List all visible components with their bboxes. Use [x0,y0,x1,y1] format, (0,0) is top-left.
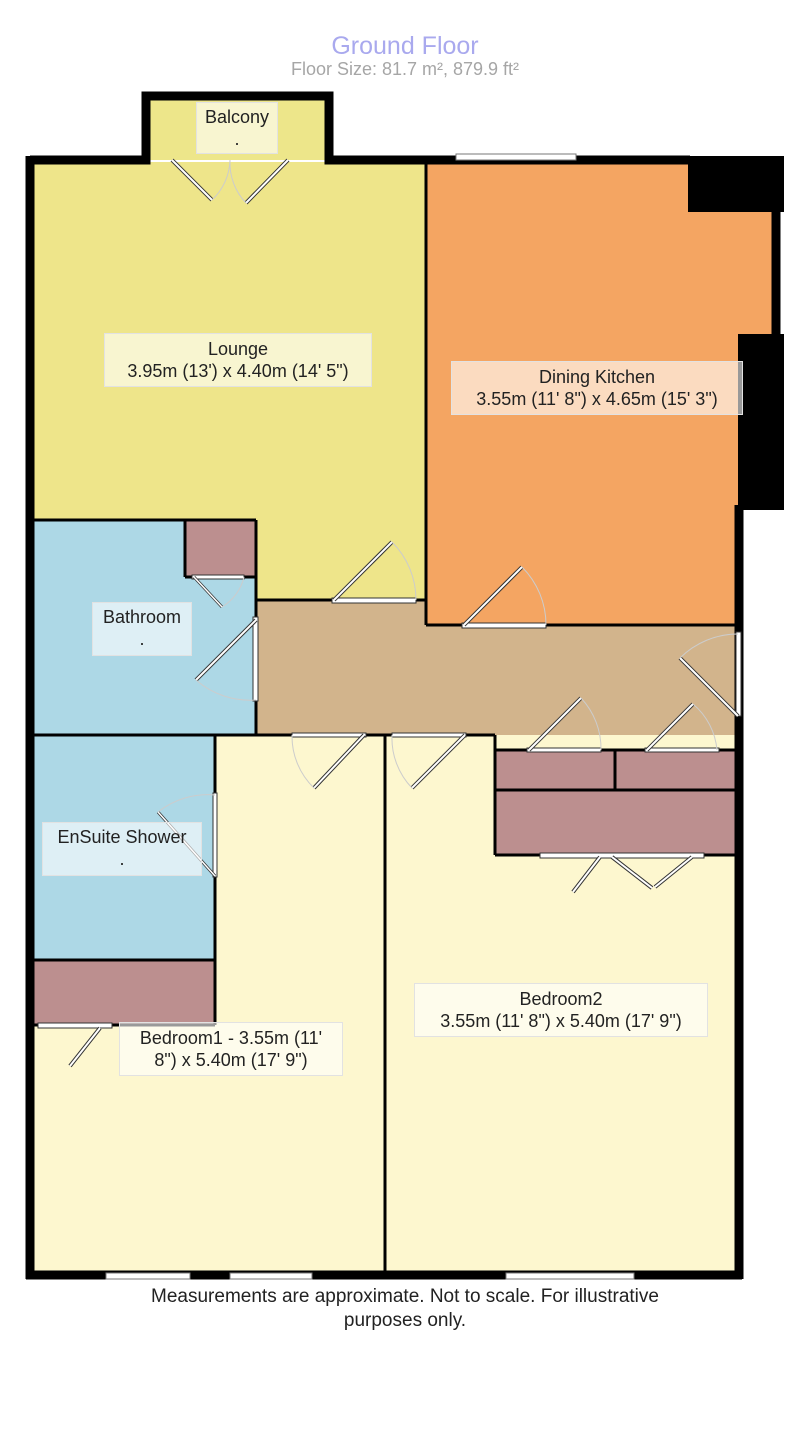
door-bathroom [194,616,259,702]
windows [105,153,635,1280]
bedroom2-name: Bedroom2 [519,989,603,1009]
bedroom1-line2: 8") x 5.40m (17' 9") [154,1050,308,1070]
bedroom1-line1: Bedroom1 - 3.55m (11' [139,1028,323,1048]
label-bedroom1: Bedroom1 - 3.55m (11' 8") x 5.40m (17' 9… [119,1022,343,1076]
window-bed2 [505,1272,635,1280]
door-bed1-wardrobe [37,1022,113,1068]
door-balcony [170,158,290,205]
bedroom2-wardrobe [495,790,738,855]
bedroom1-wardrobe [34,960,215,1025]
lounge-name: Lounge [207,339,269,359]
bedroom2-dims: 3.55m (11' 8") x 5.40m (17' 9") [440,1011,682,1031]
door-bed2-wardrobe [539,852,705,894]
window-bed1-a [105,1272,191,1280]
ensuite-name: EnSuite Shower [57,827,187,847]
door-front [678,631,742,718]
door-bedroom1 [291,732,367,790]
wall-block-right [738,334,784,510]
bathroom-dims: . [139,629,145,649]
bathroom-name: Bathroom [102,607,182,627]
door-kitchen [461,565,547,629]
kitchen-dims: 3.55m (11' 8") x 4.65m (15' 3") [476,389,718,409]
label-bedroom2: Bedroom2 3.55m (11' 8") x 5.40m (17' 9") [414,983,708,1037]
floor-title: Ground Floor [331,32,479,60]
label-balcony: Balcony . [196,102,278,154]
door-hall-cupboard-left [526,696,602,753]
disclaimer: Measurements are approximate. Not to sca… [105,1285,705,1333]
lounge-dims: 3.95m (13') x 4.40m (14' 5") [127,361,349,381]
window-bed1-b [229,1272,313,1280]
window-kitchen [455,153,577,161]
balcony-dims: . [234,129,240,149]
label-lounge: Lounge 3.95m (13') x 4.40m (14' 5") [104,333,372,387]
ensuite-dims: . [119,849,125,869]
bedroom2-inner [495,855,738,1275]
bedroom1-area [215,735,385,1275]
label-ensuite: EnSuite Shower . [42,822,202,876]
door-hall-cupboard-right [644,702,720,753]
wall-block-top-right [688,156,784,212]
floor-size: Floor Size: 81.7 m², 879.9 ft² [290,59,520,79]
hall-cupboard-left [495,750,615,790]
disclaimer-line1: Measurements are approximate. Not to sca… [151,1286,659,1307]
door-bedroom2 [391,732,467,790]
disclaimer-line2: purposes only. [343,1310,467,1331]
doors [37,158,742,1068]
bathroom-cupboard [185,520,256,577]
door-bath-cupboard [191,574,245,609]
balcony-name: Balcony [204,107,270,127]
door-lounge [331,540,417,604]
kitchen-name: Dining Kitchen [538,367,656,387]
label-dining-kitchen: Dining Kitchen 3.55m (11' 8") x 4.65m (1… [451,361,743,415]
hall-cupboard-right [615,750,738,790]
label-bathroom: Bathroom . [92,602,192,656]
